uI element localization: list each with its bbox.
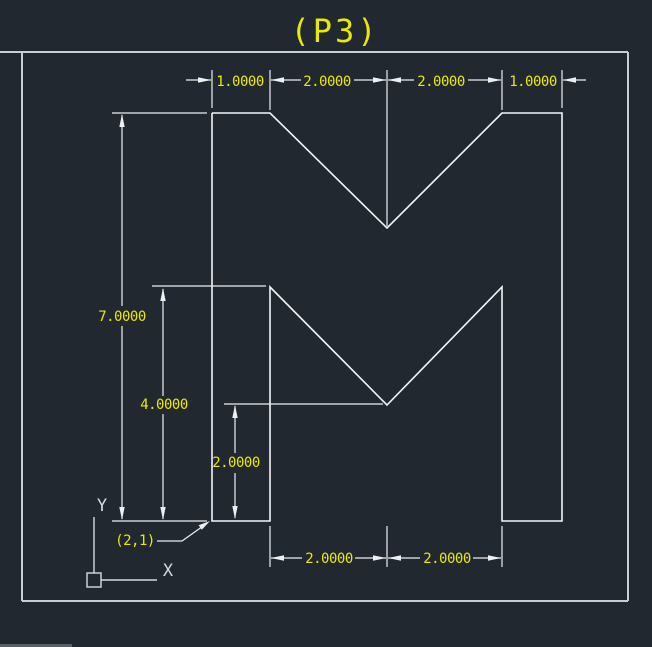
drawing-title: (P3) bbox=[290, 12, 379, 50]
dim-bot-2-label: 2.0000 bbox=[423, 551, 471, 567]
arrow-top-b-right bbox=[488, 77, 501, 83]
arrow-top-right-in bbox=[563, 77, 576, 83]
arrow-top-a-right bbox=[373, 77, 386, 83]
dim-top-2-label: 2.0000 bbox=[303, 74, 351, 90]
arrow-leader bbox=[198, 521, 210, 530]
origin-coord-label: (2,1) bbox=[115, 533, 155, 549]
ucs-y-label: Y bbox=[97, 496, 107, 516]
arrow-bot-a-left bbox=[271, 555, 284, 561]
arrow-top-b-left bbox=[388, 77, 401, 83]
arrow-top-a-left bbox=[271, 77, 284, 83]
bottom-ui-sliver bbox=[0, 644, 72, 647]
dim-4-label: 4.0000 bbox=[140, 397, 188, 413]
dim-top-4-label: 1.0000 bbox=[509, 74, 557, 90]
dim-2v-label: 2.0000 bbox=[212, 455, 260, 471]
dim-top-1-label: 1.0000 bbox=[216, 74, 264, 90]
arrow-dim4-up bbox=[160, 288, 166, 301]
dim-top-3-label: 2.0000 bbox=[417, 74, 465, 90]
arrow-bot-b-left bbox=[388, 555, 401, 561]
leader-line bbox=[157, 523, 207, 542]
arrow-bot-a-right bbox=[373, 555, 386, 561]
arrow-dim2v-down bbox=[232, 506, 238, 519]
m-shape-outline bbox=[211, 112, 563, 522]
dim-bot-1-label: 2.0000 bbox=[305, 551, 353, 567]
arrow-top-left-in bbox=[198, 77, 211, 83]
ucs-origin-box bbox=[86, 572, 102, 588]
arrow-bot-b-right bbox=[488, 555, 501, 561]
dim-7-label: 7.0000 bbox=[98, 309, 146, 325]
ucs-x-label: X bbox=[163, 561, 174, 581]
arrow-dim4-down bbox=[160, 507, 166, 520]
arrow-dim7-down bbox=[119, 507, 125, 520]
arrow-dim7-up bbox=[119, 114, 125, 127]
arrow-dim2v-up bbox=[232, 405, 238, 418]
